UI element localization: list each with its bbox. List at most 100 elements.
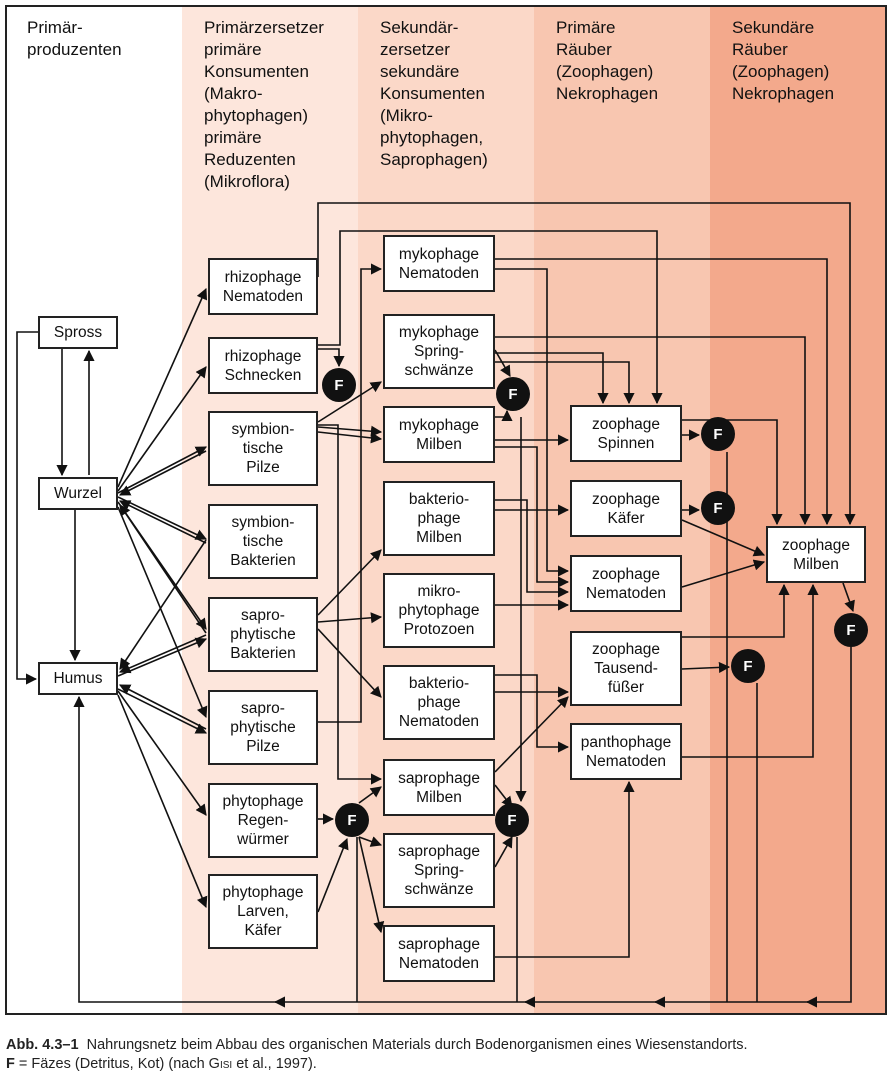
node-phytophage-larven-kaefer: phytophage Larven, Käfer [208, 874, 318, 949]
food-web-arrow [117, 446, 207, 494]
node-saprophage-springschwaenze: saprophage Spring- schwänze [383, 833, 495, 908]
food-web-arrow [317, 612, 383, 624]
food-web-arrow [495, 258, 833, 526]
node-humus: Humus [38, 662, 118, 695]
food-web-arrow [495, 409, 513, 422]
caption-label: Abb. 4.3–1 [6, 1037, 79, 1053]
food-web-arrow [118, 500, 207, 544]
arrow-layer [16, 202, 856, 1008]
food-web-arrow [16, 331, 38, 685]
food-web-arrow [118, 634, 207, 674]
header-primary-predators: Primäre Räuber (Zoophagen) Nekrophagen [556, 18, 659, 103]
food-web-arrow [318, 230, 663, 405]
feces-marker: F [496, 377, 530, 411]
feces-marker: F [495, 803, 529, 837]
feces-marker: F [834, 613, 868, 647]
food-web-arrow [681, 661, 731, 674]
food-web-arrow [317, 202, 856, 526]
food-web-arrow [117, 506, 208, 719]
food-web-arrow [119, 684, 207, 730]
feces-marker: F [322, 368, 356, 402]
food-web-arrow [318, 263, 383, 723]
feces-marker: F [701, 491, 735, 525]
node-symbiontische-pilze: symbion- tische Pilze [208, 411, 318, 486]
node-zoophage-kaefer: zoophage Käfer [570, 480, 682, 537]
node-mikrophytophage-protozoen: mikro- phytophage Protozoen [383, 573, 495, 648]
node-spross: Spross [38, 316, 118, 349]
food-web-arrow [494, 696, 569, 773]
feces-marker: F [701, 417, 735, 451]
food-web-arrow [495, 361, 635, 405]
food-web-arrow [117, 496, 208, 540]
caption-author: Gisi [208, 1056, 233, 1072]
node-mykophage-springschwaenze: mykophage Spring- schwänze [383, 314, 495, 389]
food-web-arrow [317, 381, 382, 423]
food-web-arrow [317, 628, 382, 698]
food-web-arrow [117, 688, 208, 734]
column-band-primary-producers [7, 7, 182, 1013]
food-web-arrow [495, 499, 570, 598]
food-web-arrow [73, 647, 852, 1003]
food-web-arrow [117, 694, 208, 909]
caption-f-label: F [6, 1056, 15, 1072]
feces-marker: F [731, 649, 765, 683]
food-web-arrow [119, 504, 207, 634]
header-secondary-decomposers: Sekundär- zersetzer sekundäre Konsumente… [380, 18, 488, 169]
caption-text-2b: et al., 1997). [232, 1056, 317, 1072]
node-rhizophage-nematoden: rhizophage Nematoden [208, 258, 318, 315]
node-symbiontische-bakterien: symbion- tische Bakterien [208, 504, 318, 579]
food-web-arrow [117, 287, 208, 488]
node-mykophage-milben: mykophage Milben [383, 406, 495, 463]
food-web-arrow [358, 836, 383, 847]
food-web-arrow [494, 836, 513, 868]
food-web-arrow [318, 424, 383, 785]
food-web-arrow [681, 519, 766, 557]
node-mykophage-nematoden: mykophage Nematoden [383, 235, 495, 292]
node-saprophage-nematoden: saprophage Nematoden [383, 925, 495, 982]
food-web-arrow [317, 431, 383, 444]
node-zoophage-spinnen: zoophage Spinnen [570, 405, 682, 462]
column-band-secondary-predators [710, 7, 885, 1013]
food-web-arrow [842, 582, 855, 613]
food-web-arrow [317, 549, 382, 616]
food-web-arrow [495, 780, 635, 958]
node-phytophage-regenwuermer: phytophage Regen- würmer [208, 783, 318, 858]
food-web-arrow [358, 836, 385, 934]
node-zoophage-milben: zoophage Milben [766, 526, 866, 583]
caption-text: Nahrungsnetz beim Abbau des organischen … [86, 1037, 748, 1053]
header-primary-producers: Primär- produzenten [27, 18, 122, 59]
food-web-arrow [119, 539, 207, 670]
node-panthophage-nematoden: panthophage Nematoden [570, 723, 682, 780]
feces-marker: F [335, 803, 369, 837]
food-web-arrow [495, 336, 811, 526]
node-bakteriophage-nematoden: bakterio- phage Nematoden [383, 665, 495, 740]
food-web-arrow [495, 674, 570, 753]
food-web-arrow [682, 583, 790, 638]
food-web-arrow [117, 366, 207, 492]
food-web-arrow [358, 786, 382, 804]
node-rhizophage-schnecken: rhizophage Schnecken [208, 337, 318, 394]
node-saprophage-milben: saprophage Milben [383, 759, 495, 816]
node-bakteriophage-milben: bakterio- phage Milben [383, 481, 495, 556]
caption-text-2a: = Fäzes (Detritus, Kot) (nach [18, 1056, 209, 1072]
food-web-arrow [117, 690, 207, 816]
food-web-arrow [117, 637, 208, 677]
header-secondary-predators: Sekundäre Räuber (Zoophagen) Nekrophagen [732, 18, 835, 103]
food-web-arrow [495, 268, 570, 577]
food-web-arrow [317, 425, 383, 437]
food-web-arrow [119, 450, 207, 496]
caption-line-2: F = Fäzes (Detritus, Kot) (nach Gisi et … [6, 1055, 888, 1074]
node-zoophage-nematoden: zoophage Nematoden [570, 555, 682, 612]
figure-caption: Abb. 4.3–1 Nahrungsnetz beim Abbau des o… [6, 1036, 888, 1074]
caption-line-1: Abb. 4.3–1 Nahrungsnetz beim Abbau des o… [6, 1036, 888, 1055]
food-web-arrow [317, 837, 349, 913]
node-wurzel: Wurzel [38, 477, 118, 510]
food-web-arrow [681, 559, 766, 588]
node-zoophage-tausendfuesser: zoophage Tausend- füßer [570, 631, 682, 706]
food-web-arrow [682, 583, 819, 758]
food-web-arrow [495, 446, 570, 588]
food-web-arrow [494, 349, 511, 377]
food-web-arrow [495, 352, 609, 405]
node-saprophytische-pilze: sapro- phytische Pilze [208, 690, 318, 765]
node-saprophytische-bakterien: sapro- phytische Bakterien [208, 597, 318, 672]
